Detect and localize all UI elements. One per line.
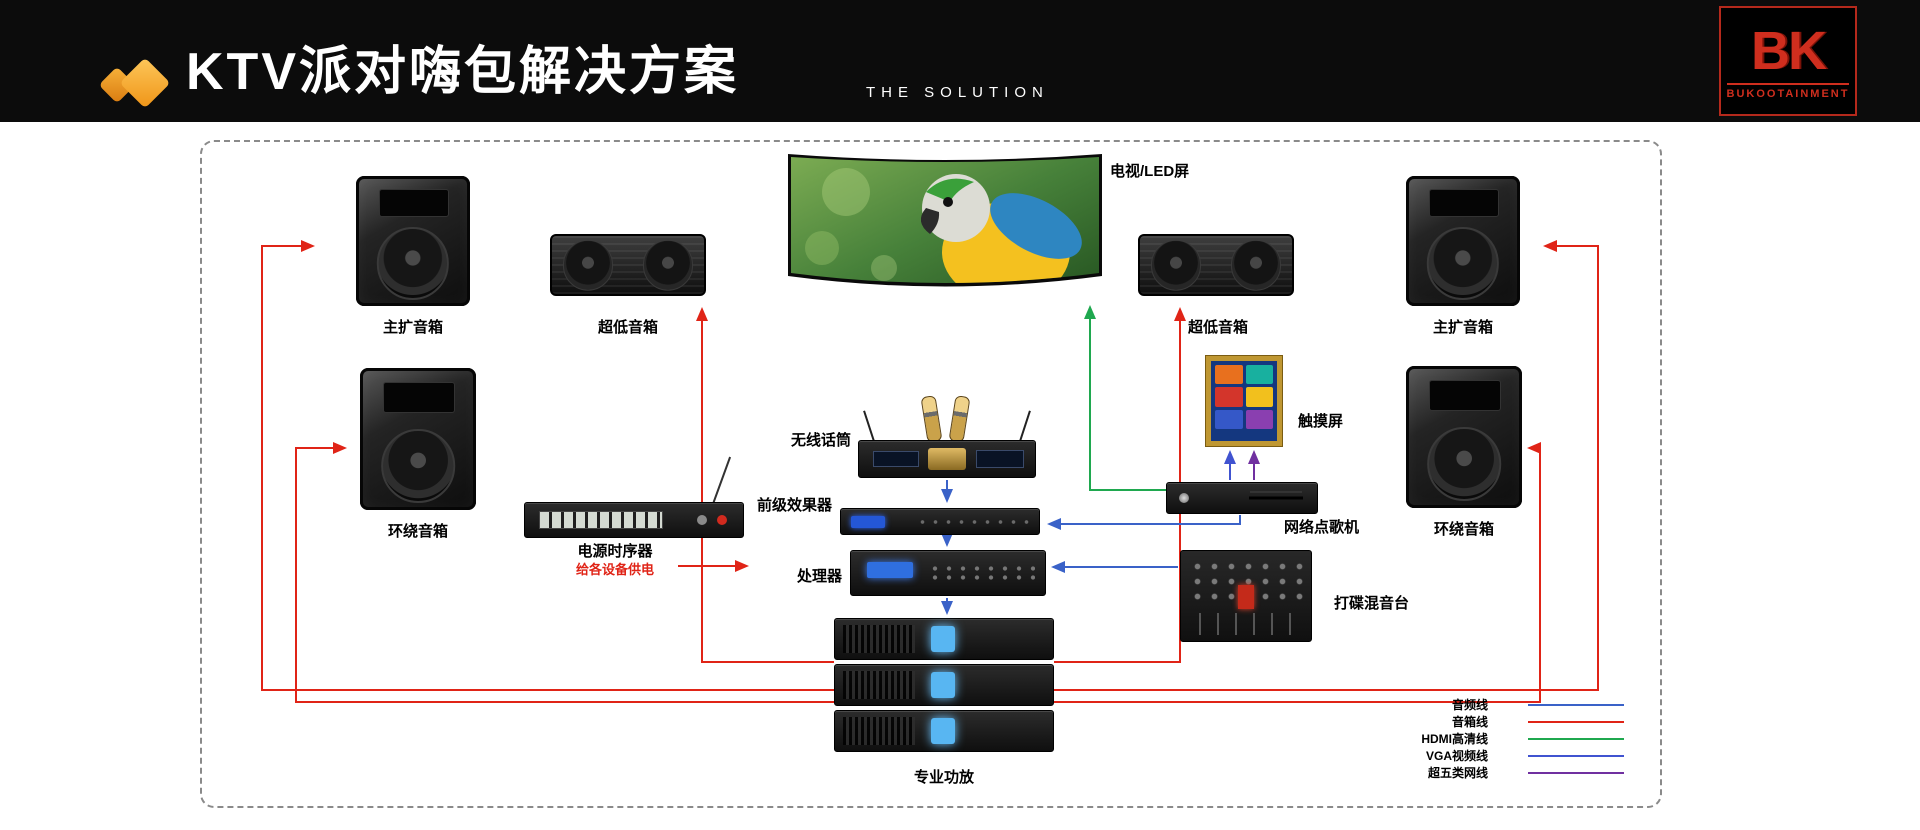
legend-line-swatch	[1528, 720, 1624, 723]
surround-speaker-left	[360, 368, 476, 510]
label-processor: 处理器	[796, 568, 842, 585]
touch-tile	[1245, 365, 1273, 385]
page-title: KTV派对嗨包解决方案	[186, 43, 740, 101]
label-surround-right: 环绕音箱	[1433, 521, 1494, 538]
brand-logo-letters: BK	[1751, 20, 1827, 81]
brand-logo: BK BUKOOTAINMENT	[1719, 6, 1857, 116]
amplifier-unit-3	[834, 710, 1054, 752]
processor-unit	[850, 550, 1046, 596]
label-amplifier: 专业功放	[913, 769, 974, 786]
tv-led-screen	[788, 154, 1102, 287]
touch-tile	[1245, 409, 1273, 429]
legend-item-hdmi: HDMI高清线	[1358, 730, 1624, 747]
diamond-icon-large	[119, 57, 171, 109]
legend-label: 音箱线	[1451, 715, 1488, 729]
dj-mixer-device	[1180, 550, 1312, 642]
touch-screen-device	[1206, 356, 1282, 446]
label-subwoofer-right: 超低音箱	[1187, 319, 1248, 336]
label-subwoofer-left: 超低音箱	[597, 319, 658, 336]
touch-tile	[1215, 409, 1243, 429]
label-main-speaker-left: 主扩音箱	[382, 319, 443, 336]
touch-tile	[1215, 365, 1243, 385]
label-tv: 电视/LED屏	[1110, 163, 1190, 180]
legend-item-cat5: 超五类网线	[1358, 764, 1624, 781]
legend-label: HDMI高清线	[1421, 732, 1488, 746]
surround-speaker-right	[1406, 366, 1522, 508]
legend-label: 超五类网线	[1427, 766, 1488, 780]
wire-legend: 音频线 音箱线 HDMI高清线 VGA视频线 超五类网线	[1358, 696, 1624, 781]
legend-label: 音频线	[1451, 698, 1488, 712]
touch-tile	[1245, 387, 1273, 407]
mixer-display	[1238, 585, 1254, 610]
legend-label: VGA视频线	[1425, 749, 1488, 763]
legend-line-swatch	[1528, 703, 1624, 706]
wireless-mic-receiver	[858, 440, 1036, 478]
label-surround-left: 环绕音箱	[387, 523, 448, 540]
label-touch-screen: 触摸屏	[1298, 413, 1344, 430]
header-bar: KTV派对嗨包解决方案 THE SOLUTION BK BUKOOTAINMEN…	[0, 0, 1920, 122]
power-sequencer-unit	[524, 502, 744, 538]
label-wireless-mic: 无线话筒	[790, 432, 851, 449]
amplifier-unit-1	[834, 618, 1054, 660]
amplifier-unit-2	[834, 664, 1054, 706]
label-power-note: 给各设备供电	[575, 562, 654, 577]
main-speaker-left	[356, 176, 470, 306]
legend-line-swatch	[1528, 737, 1624, 740]
label-pre-effects: 前级效果器	[756, 497, 832, 514]
main-speaker-right	[1406, 176, 1520, 306]
pre-effects-unit	[840, 508, 1040, 535]
title-diamond-icon	[98, 57, 174, 109]
legend-item-speaker: 音箱线	[1358, 713, 1624, 730]
legend-line-swatch	[1528, 754, 1624, 757]
label-dj-mixer: 打碟混音台	[1334, 595, 1410, 612]
legend-item-vga: VGA视频线	[1358, 747, 1624, 764]
label-main-speaker-right: 主扩音箱	[1432, 319, 1493, 336]
label-power-sequencer: 电源时序器	[577, 543, 653, 560]
touch-tile	[1215, 387, 1243, 407]
karaoke-player-unit	[1166, 482, 1318, 514]
parrot-image	[920, 174, 1082, 283]
brand-logo-name: BUKOOTAINMENT	[1726, 82, 1850, 100]
legend-line-swatch	[1528, 771, 1624, 774]
touch-screen-ui	[1211, 361, 1277, 433]
legend-item-audio: 音频线	[1358, 696, 1624, 713]
subwoofer-right	[1138, 234, 1294, 296]
subwoofer-left	[550, 234, 706, 296]
label-karaoke-player: 网络点歌机	[1284, 519, 1360, 536]
page-subtitle: THE SOLUTION	[866, 84, 1049, 101]
